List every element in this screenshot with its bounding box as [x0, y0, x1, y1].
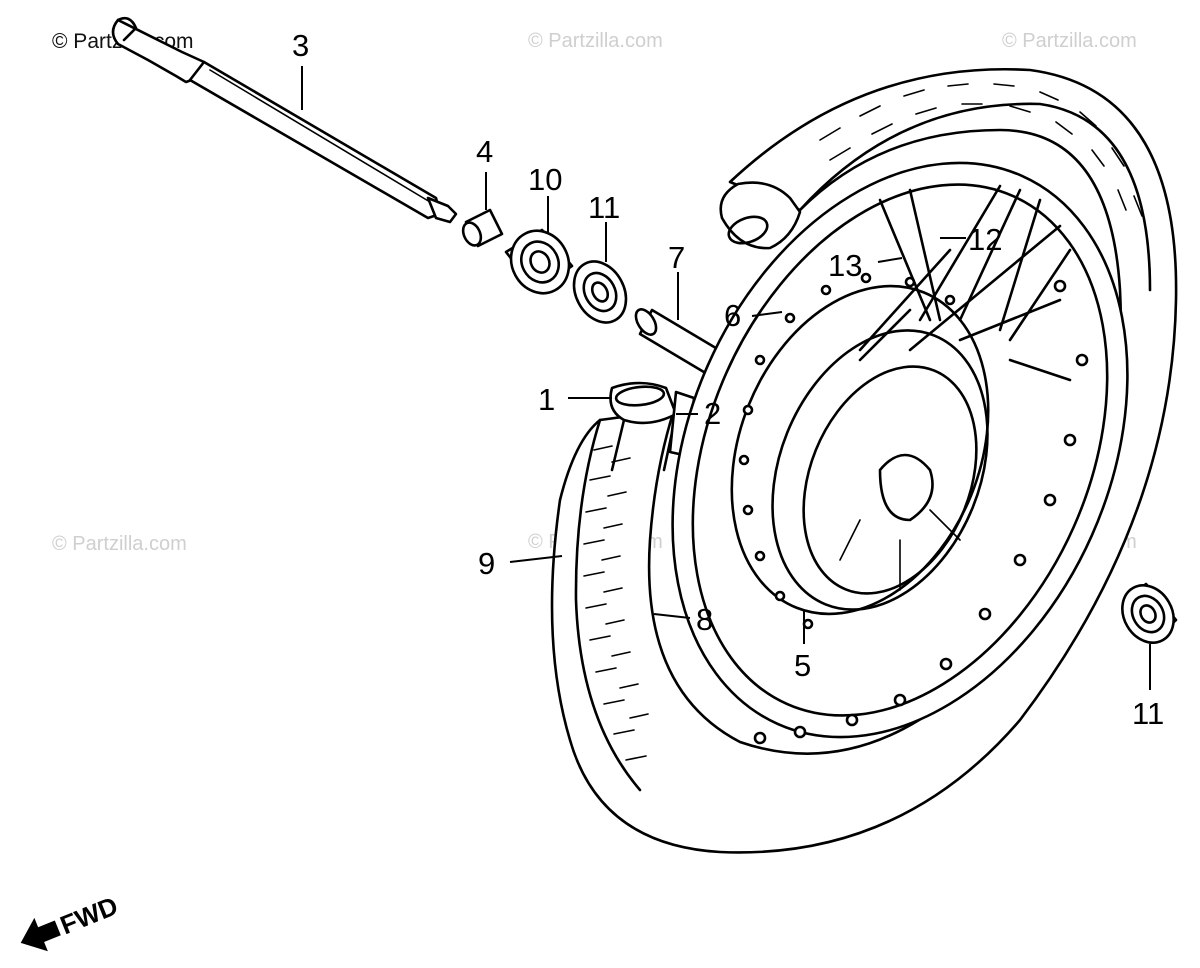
axle	[111, 16, 458, 224]
rim-spoke-holes	[753, 279, 1089, 745]
callout-11-upper: 11	[588, 190, 620, 225]
leader-lines	[301, 66, 1151, 690]
axle-spacer	[461, 208, 504, 248]
callout-9: 9	[478, 546, 495, 581]
tire-tread-pattern	[583, 83, 1151, 761]
ball-bearing-lower	[1121, 582, 1178, 644]
callout-10: 10	[528, 162, 562, 197]
callout-6: 6	[724, 298, 741, 333]
callout-7: 7	[668, 240, 685, 275]
callout-3: 3	[292, 28, 309, 63]
callout-8: 8	[696, 602, 713, 637]
watermark-mid-left: © Partzilla.com	[52, 533, 187, 555]
forward-arrow-icon	[20, 917, 61, 952]
forward-direction-indicator: FWD	[20, 890, 122, 952]
hub	[730, 272, 990, 630]
callout-4: 4	[476, 134, 493, 169]
watermark-top-right: © Partzilla.com	[1002, 30, 1137, 52]
ball-bearing-upper	[572, 260, 628, 324]
callouts: 3 4 10 11 7 6 1 2 9 8 5 12 13 11	[292, 28, 1164, 731]
hub-bearing-seal	[504, 228, 574, 295]
callout-5: 5	[794, 648, 811, 683]
forward-label: FWD	[56, 890, 122, 940]
callout-2: 2	[704, 396, 721, 431]
callout-11-lower: 11	[1132, 696, 1164, 731]
watermark-top-center: © Partzilla.com	[528, 30, 663, 52]
callout-12: 12	[968, 222, 1002, 257]
spokes	[858, 184, 1072, 382]
callout-13: 13	[828, 248, 862, 283]
tire	[550, 68, 1178, 854]
callout-1: 1	[538, 382, 555, 417]
